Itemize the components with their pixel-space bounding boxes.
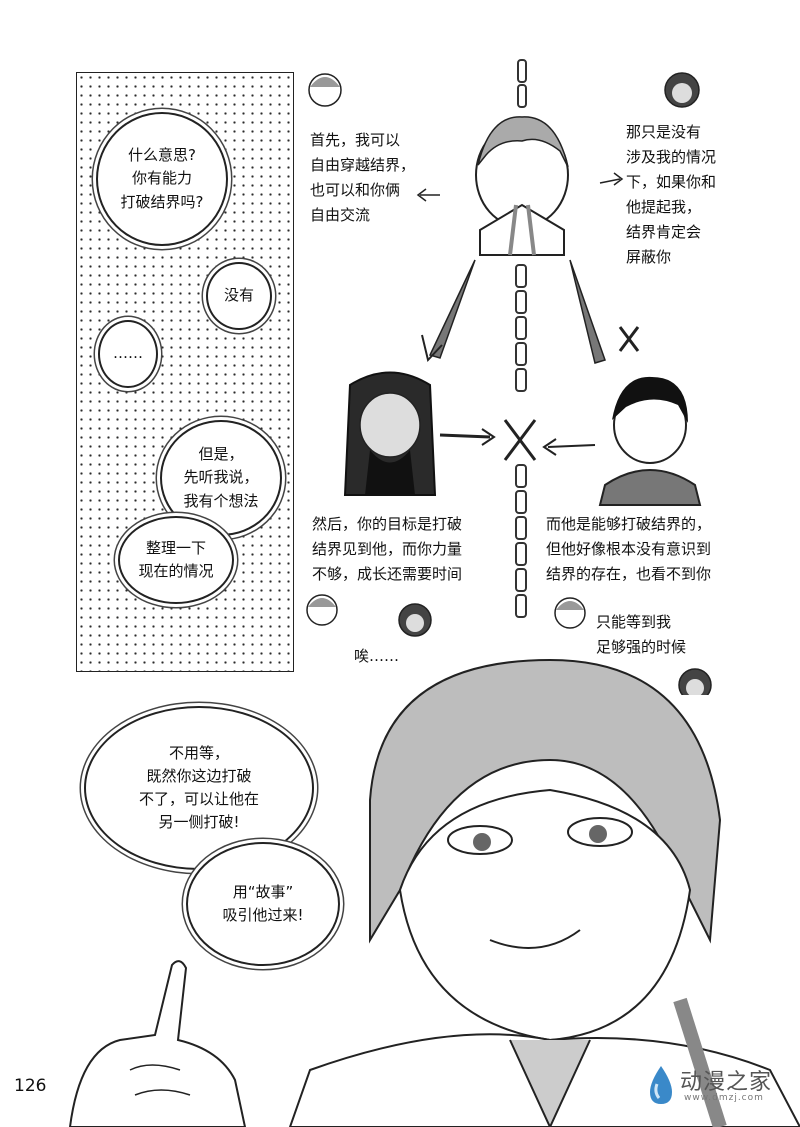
bubble-text: 用“故事” 吸引他过来! (222, 882, 304, 924)
watermark-url: www.dmzj.com (684, 1093, 764, 1103)
diagram-illustration (306, 59, 712, 695)
bubble-text: 什么意思? 你有能力 打破结界吗? (120, 146, 204, 211)
text-sigh: 唉…… (354, 647, 400, 665)
text-top-right: 那只是没有 涉及我的情况 下，如果你和 他提起我， 结界肯定会 屏蔽你 (626, 123, 717, 266)
watermark-logo: 动漫之家 www.dmzj.com (640, 1060, 790, 1110)
bubble-text: …… (113, 344, 143, 363)
text-mid-left: 然后，你的目标是打破 结界见到他，而你力量 不够，成长还需要时间 (312, 515, 463, 583)
speech-bubble-no: 没有 (206, 262, 272, 330)
pointing-hand-icon (68, 960, 247, 1127)
chibi-girl-icon-right (554, 597, 586, 629)
bubble-text: 不用等， 既然你这边打破 不了，可以让他在 另一侧打破! (138, 743, 259, 832)
text-top-left: 首先，我可以 自由穿越结界， 也可以和你俩 自由交流 (310, 131, 416, 224)
chibi-hooded-icon-mid (398, 603, 432, 637)
middle-cross-icon (503, 419, 537, 461)
bubble-text: 整理一下 现在的情况 (138, 538, 214, 580)
chibi-girl-icon-top (308, 73, 342, 107)
speech-bubble-question: 什么意思? 你有能力 打破结界吗? (96, 112, 228, 246)
center-character-icon (475, 116, 569, 256)
bubble-text: 但是， 先听我说， 我有个想法 (183, 445, 259, 510)
drop-logo-icon (650, 1066, 672, 1104)
cross-icon (618, 326, 640, 352)
text-wait: 只能等到我 足够强的时候 (596, 613, 687, 656)
page-number: 126 (14, 1076, 47, 1096)
speech-bubble-story: 用“故事” 吸引他过来! (186, 842, 340, 966)
chibi-girl-icon-mid (306, 594, 338, 626)
speech-bubble-ellipsis: …… (98, 320, 158, 388)
watermark-name: 动漫之家 (680, 1070, 773, 1095)
text-mid-right: 而他是能够打破结界的， 但他好像根本没有意识到 结界的存在，也看不到你 (546, 515, 712, 583)
chibi-hooded-icon-top (664, 72, 700, 108)
bubble-text: 没有 (223, 286, 254, 305)
chain-icon (515, 59, 527, 618)
main-character-illustration (288, 658, 800, 1127)
speech-bubble-situation: 整理一下 现在的情况 (118, 516, 234, 604)
hooded-character-icon (343, 371, 437, 496)
boy-character-icon (598, 376, 702, 506)
chibi-hooded-icon-right (678, 668, 712, 695)
